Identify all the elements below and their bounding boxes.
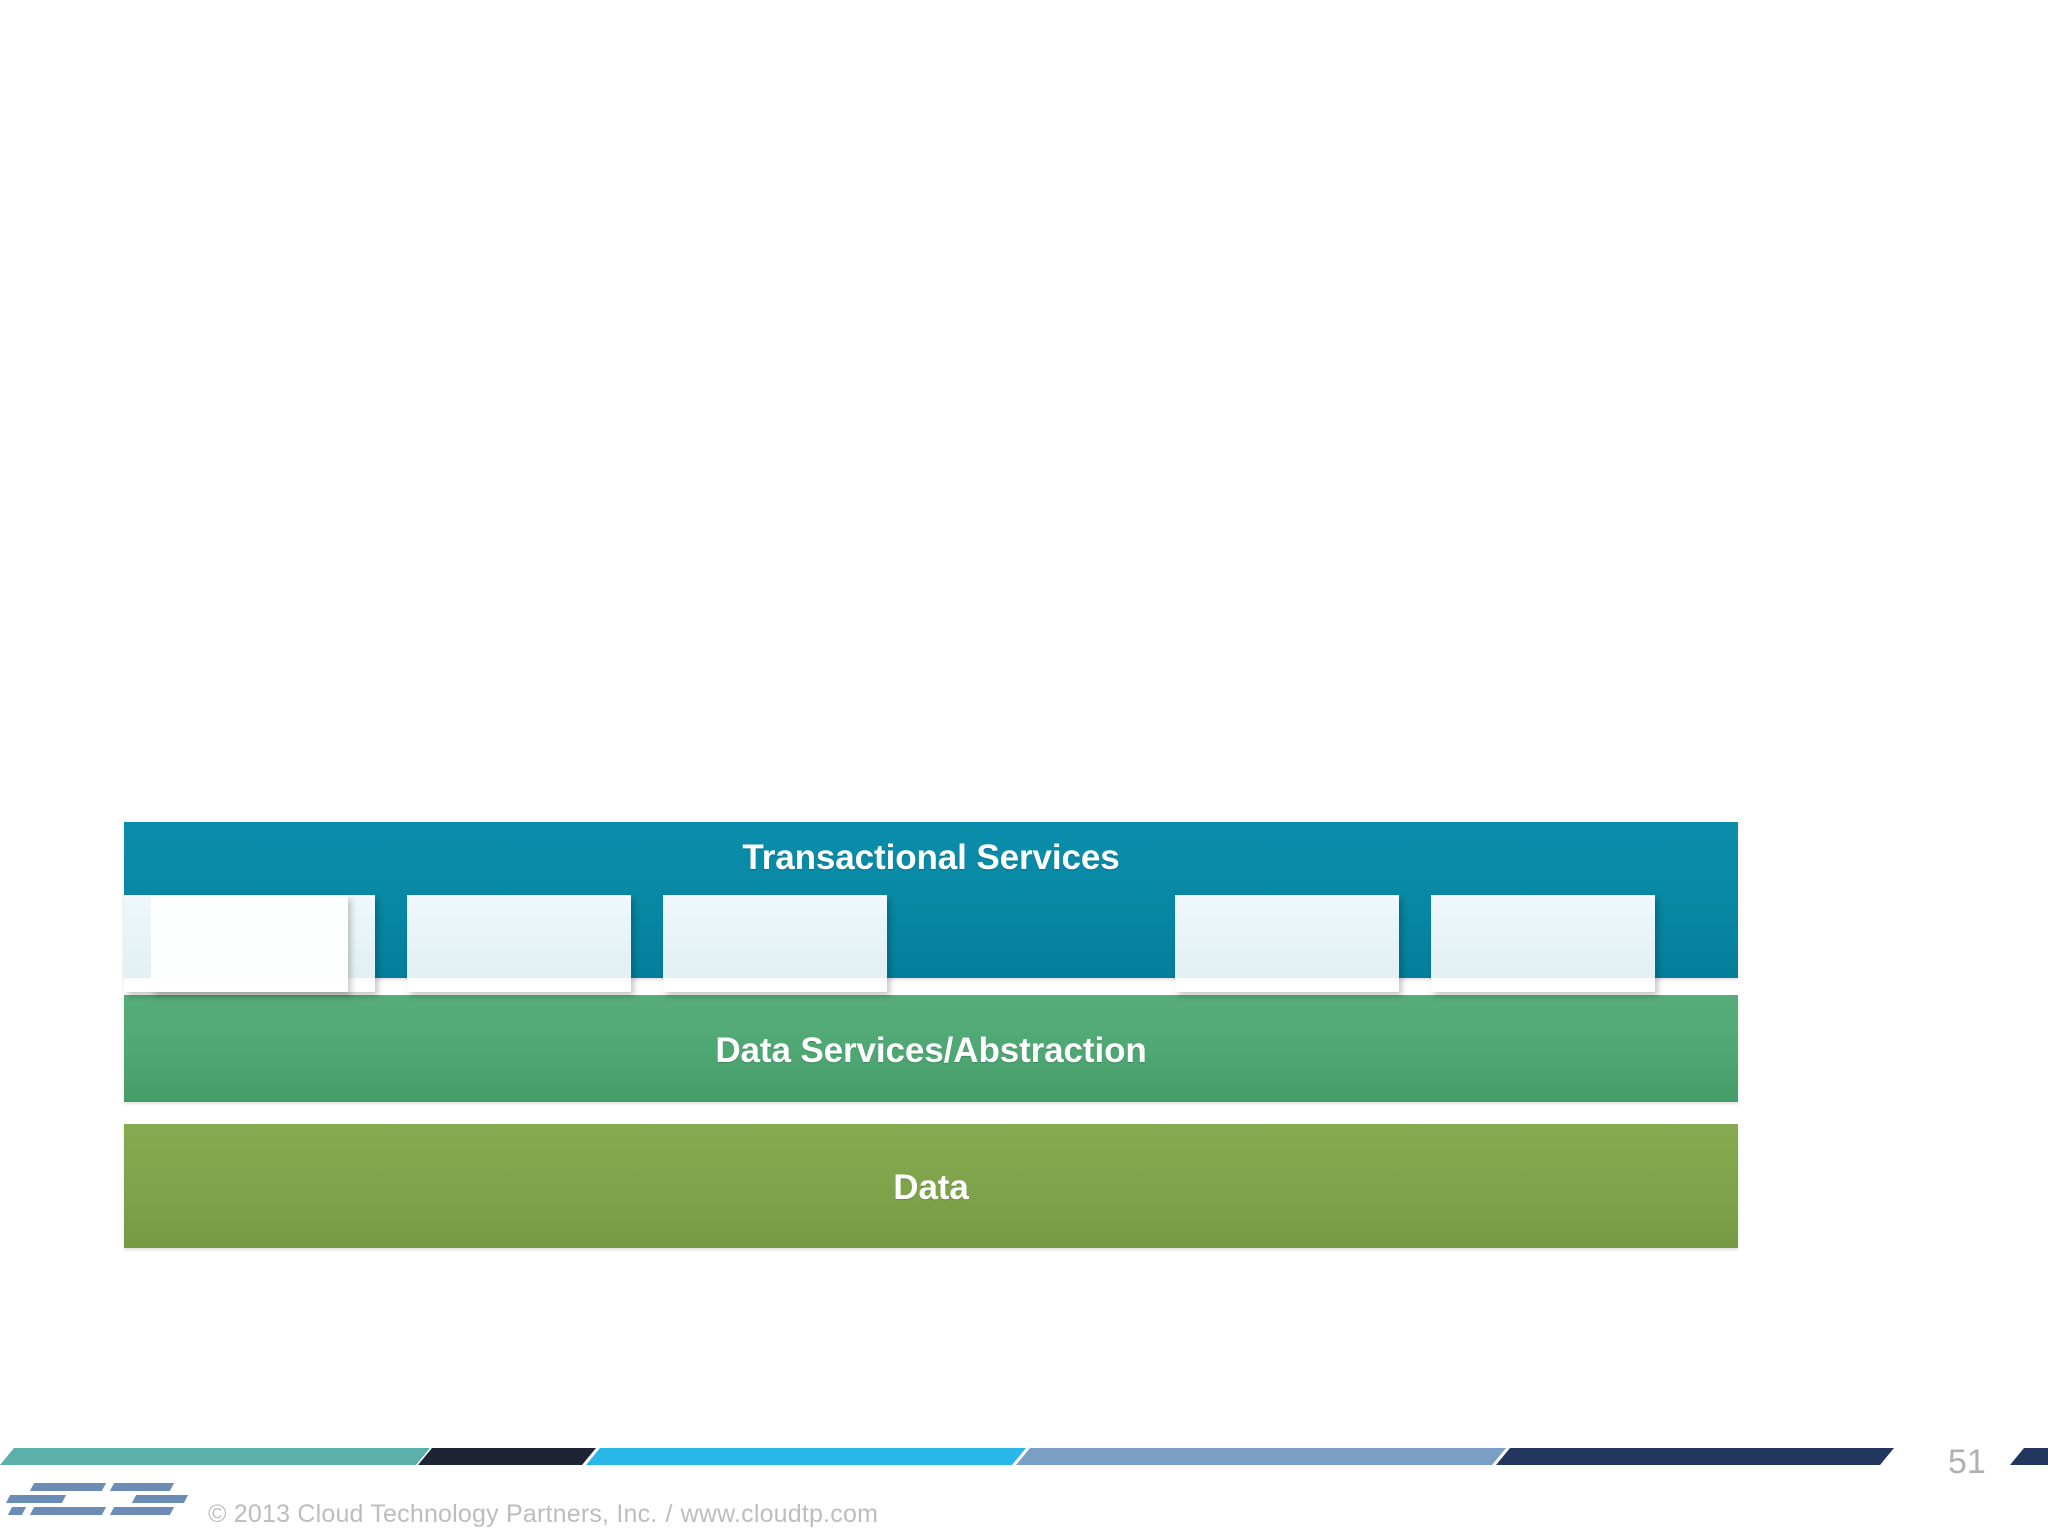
footer-stripe: [2010, 1448, 2048, 1465]
footer-decorative-bar: [0, 1448, 2048, 1470]
footer-website: www.cloudtp.com: [680, 1500, 879, 1528]
cloudtp-logo: [5, 1483, 189, 1527]
service-box[interactable]: [124, 895, 348, 992]
footer-separator: /: [665, 1500, 673, 1528]
logo-stripe: [29, 1507, 107, 1515]
logo-stripe: [29, 1483, 107, 1491]
footer-copyright: © 2013 Cloud Technology Partners, Inc./w…: [208, 1500, 878, 1529]
band-data-services-abstraction-label: Data Services/Abstraction: [715, 1031, 1147, 1070]
band-data-services-abstraction[interactable]: Data Services/Abstraction: [124, 995, 1738, 1102]
logo-stripe: [5, 1495, 67, 1503]
band-data-label: Data: [893, 1168, 969, 1207]
logo-stripe: [7, 1507, 27, 1515]
logo-stripe: [109, 1483, 175, 1491]
service-box[interactable]: [1431, 895, 1655, 992]
band-data[interactable]: Data: [124, 1124, 1738, 1248]
layered-architecture-diagram: Transactional Services Data Services/Abs…: [124, 822, 1738, 1248]
footer-stripe: [586, 1448, 1026, 1465]
service-box[interactable]: [1175, 895, 1399, 992]
footer-copyright-text: © 2013 Cloud Technology Partners, Inc.: [208, 1500, 658, 1528]
logo-stripe: [5, 1483, 11, 1491]
footer-stripe: [418, 1448, 596, 1465]
service-box[interactable]: [663, 895, 887, 992]
footer-stripe: [1496, 1448, 1894, 1465]
service-box[interactable]: [407, 895, 631, 992]
footer-stripe: [0, 1448, 430, 1465]
band-transactional-services-label: Transactional Services: [742, 838, 1120, 877]
footer-stripe: [1016, 1448, 1506, 1465]
logo-stripe: [131, 1495, 189, 1503]
logo-stripe: [109, 1507, 175, 1515]
service-box-row: [124, 822, 1738, 1122]
page-number: 51: [1948, 1443, 1986, 1481]
